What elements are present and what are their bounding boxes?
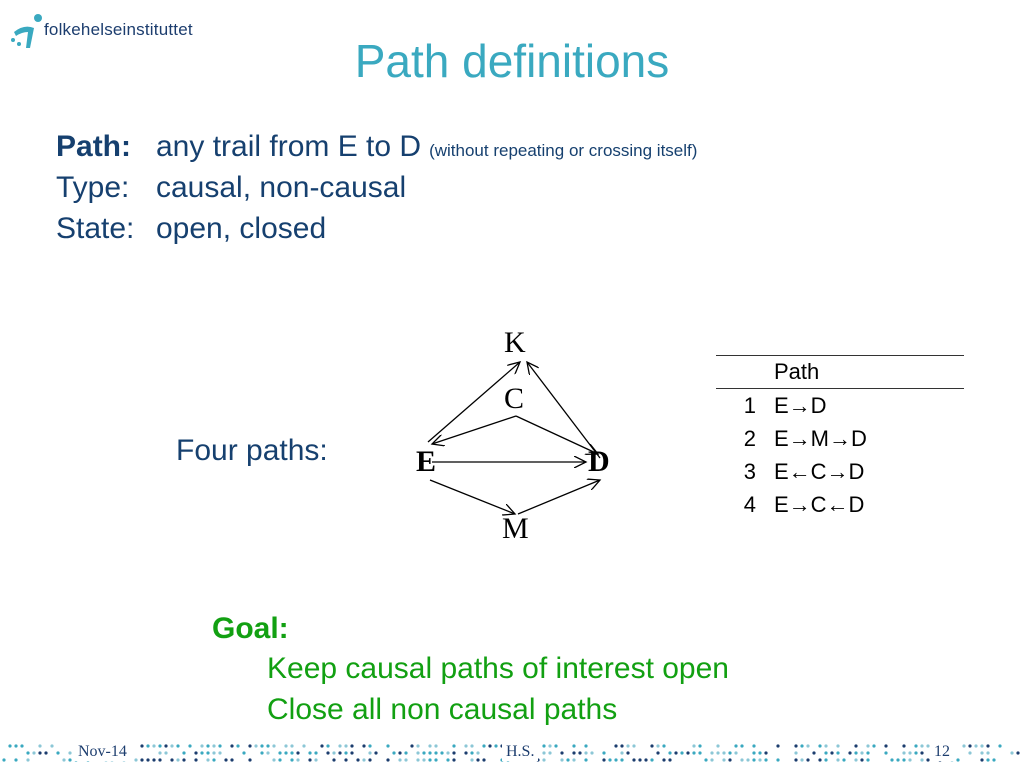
footer-author: H.S.	[502, 743, 539, 761]
row-path: E→C←D	[774, 491, 865, 517]
definition-text: open, closed	[156, 212, 327, 245]
table-header-rule	[716, 388, 964, 389]
path-table: Path 1 E→D 2 E→M→D 3 E←C→D 4 E→C←D	[716, 355, 964, 521]
table-row: 1 E→D	[716, 389, 964, 422]
causal-diagram: K C E D M	[416, 326, 610, 545]
table-top-rule	[716, 355, 964, 356]
row-number: 4	[743, 491, 756, 517]
definition-label: Path:	[56, 130, 131, 163]
goal-line: Close all non causal paths	[267, 693, 618, 726]
definition-text: any trail from E to D	[156, 130, 422, 163]
edge-d-k	[527, 362, 601, 459]
row-number: 2	[743, 425, 756, 451]
edge-m-d	[517, 480, 600, 515]
definition-note: (without repeating or crossing itself)	[429, 141, 698, 160]
goal-line: Keep causal paths of interest open	[267, 652, 729, 685]
footer-page-number: 12	[930, 743, 954, 761]
table-row: 3 E←C→D	[716, 455, 964, 488]
row-number: 1	[743, 392, 756, 418]
row-number: 3	[743, 458, 756, 484]
edge-c-e	[432, 415, 517, 444]
definition-path: Path: any trail from E to D (without rep…	[56, 130, 697, 171]
edge-e-m	[429, 479, 515, 514]
four-paths-label: Four paths:	[176, 434, 328, 467]
node-c: C	[504, 382, 524, 415]
node-e: E	[416, 445, 436, 478]
footer-date: Nov-14	[74, 743, 131, 761]
table-row: 4 E→C←D	[716, 488, 964, 521]
logo-text: folkehelseinstituttet	[44, 20, 193, 39]
definition-label: Type:	[56, 171, 130, 204]
row-path: E←C→D	[774, 458, 865, 484]
table-row: 2 E→M→D	[716, 422, 964, 455]
goal-section: Goal: Keep causal paths of interest open…	[212, 612, 729, 734]
table-header-row: Path	[716, 356, 964, 388]
logo	[8, 10, 208, 50]
table-header: Path	[774, 359, 820, 384]
definition-text: causal, non-causal	[156, 171, 407, 204]
page-title: Path definitions	[354, 35, 670, 87]
goal-heading: Goal:	[212, 612, 289, 645]
node-m: M	[502, 512, 529, 545]
definitions: Path: any trail from E to D (without rep…	[56, 130, 697, 253]
node-d: D	[588, 445, 610, 478]
edge-c-d	[515, 415, 598, 454]
definition-state: State: open, closed	[56, 212, 697, 253]
edge-e-k	[427, 362, 520, 443]
footer-dots	[2, 744, 1020, 762]
node-k: K	[504, 326, 526, 359]
row-path: E→D	[774, 392, 827, 418]
definition-type: Type: causal, non-causal	[56, 171, 697, 212]
logo-icon	[11, 14, 42, 48]
definition-label: State:	[56, 212, 135, 245]
row-path: E→M→D	[774, 425, 867, 451]
